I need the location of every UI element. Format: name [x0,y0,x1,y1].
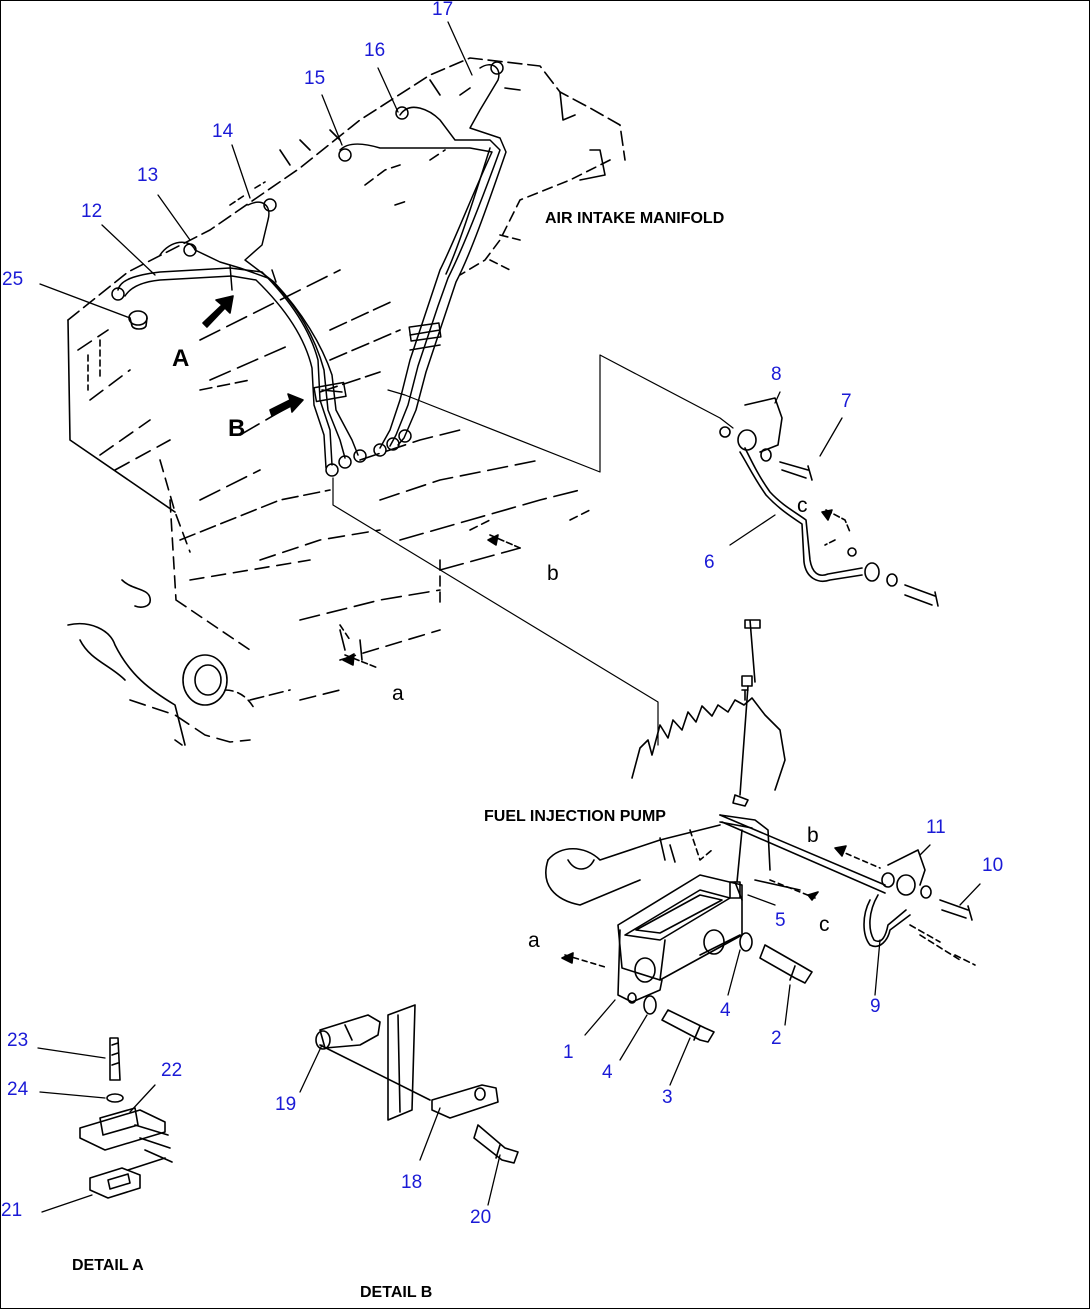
callout-20: 20 [470,1207,492,1228]
callout-24: 24 [7,1079,29,1100]
callout-2: 2 [771,1028,782,1049]
ref-a-lower-label: a [528,929,540,952]
pipe-assembly-6 [719,397,939,607]
callout-19: 19 [275,1094,297,1115]
bolts-and-washers [643,932,813,1043]
arrowhead-b-pump [834,845,847,857]
callout-6: 6 [704,552,715,573]
ref-c-upper-label: c [797,494,808,517]
callout-14: 14 [212,121,234,142]
injection-line-bundle [111,61,507,477]
callout-3: 3 [662,1087,673,1108]
ref-b-upper-label: b [547,562,559,585]
callout-9: 9 [870,996,881,1017]
callout-8: 8 [771,364,782,385]
callout-25: 25 [2,269,24,290]
callout-11: 11 [926,817,946,838]
callout-16: 16 [364,40,386,61]
callout-leaders [37,21,981,1213]
arrowhead-a [342,653,355,666]
ref-arrow-a-pump [564,954,606,968]
ref-arrow-b-pump [837,849,881,869]
view-a-label: A [172,345,190,372]
detail-b-label: DETAIL B [360,1284,433,1301]
fuel-injection-pump [545,619,886,906]
ref-c-lower-label: c [819,913,830,936]
callout-17: 17 [432,0,454,20]
view-arrow-b [269,393,304,417]
engine-block [67,57,626,746]
pipe-assembly-9 [863,849,976,966]
callout-23: 23 [7,1030,29,1051]
arrowhead-c-pump [807,891,819,901]
callout-22: 22 [161,1060,183,1081]
callout-1: 1 [563,1042,574,1063]
cap-25 [128,310,148,330]
ref-a-label: a [392,682,404,705]
callout-21: 21 [1,1200,23,1221]
callout-15: 15 [304,68,326,89]
detail-a-drawing [79,1037,173,1199]
leader-line-upper [387,354,734,473]
view-b-label: B [228,415,246,442]
air-intake-manifold-label: AIR INTAKE MANIFOLD [545,210,725,227]
callout-12: 12 [81,201,103,222]
leader-line-lower [332,477,659,746]
callout-4b: 4 [602,1062,613,1083]
detail-b-drawing [315,1004,519,1164]
callout-13: 13 [137,165,159,186]
detail-a-label: DETAIL A [72,1257,144,1274]
arrowhead-b [487,534,499,546]
callout-4a: 4 [720,1000,731,1021]
callout-5: 5 [775,910,786,931]
callout-18: 18 [401,1172,423,1193]
fuel-injection-pump-label: FUEL INJECTION PUMP [484,808,666,825]
callout-7: 7 [841,391,852,412]
bracket-1 [617,874,743,1004]
arrowhead-a-pump [561,952,574,964]
callout-10: 10 [982,855,1004,876]
view-arrow-a [202,295,234,328]
ref-b-lower-label: b [807,824,819,847]
